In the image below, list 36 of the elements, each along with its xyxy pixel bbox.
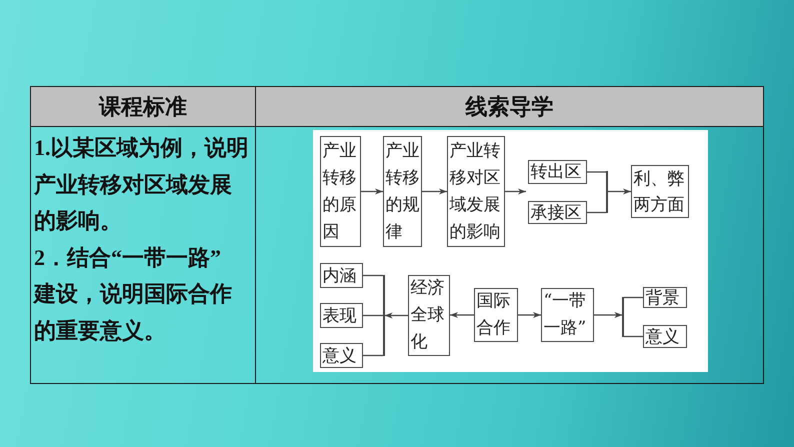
arrow bbox=[384, 312, 408, 318]
bracket-line bbox=[383, 274, 385, 356]
connector-line bbox=[363, 274, 384, 276]
table-header-cell: 课程标准 bbox=[30, 86, 256, 127]
connector-line bbox=[624, 336, 643, 338]
arrow bbox=[422, 188, 447, 194]
connector-line bbox=[363, 354, 384, 356]
flow-box: “一带一路” bbox=[541, 288, 594, 342]
flow-box: 内涵 bbox=[320, 263, 363, 288]
arrow bbox=[505, 188, 526, 194]
flow-box: 承接区 bbox=[528, 201, 587, 224]
flow-box: 国际合作 bbox=[474, 288, 518, 342]
arrow bbox=[518, 312, 541, 318]
table-header-cell: 线索导学 bbox=[255, 86, 764, 127]
flow-box: 利、弊两方面 bbox=[631, 165, 689, 218]
flow-box: 经济全球化 bbox=[408, 275, 450, 356]
flow-box: 意义 bbox=[643, 325, 687, 348]
flow-box: 产业转移的原因 bbox=[320, 136, 361, 247]
flow-box: 表现 bbox=[320, 303, 363, 328]
flow-box: 转出区 bbox=[528, 160, 587, 184]
connector-line bbox=[587, 171, 606, 173]
flow-box: 产业转移的规律 bbox=[383, 136, 422, 247]
flow-box: 意义 bbox=[320, 343, 363, 368]
objective-text: 2．结合“一带一路”建设，说明国际合作的重要意义。 bbox=[34, 244, 233, 344]
connector-line bbox=[587, 212, 606, 214]
arrow bbox=[594, 312, 622, 318]
bracket-line bbox=[622, 296, 624, 338]
connector-line bbox=[624, 296, 643, 298]
connector-line bbox=[363, 314, 384, 316]
arrow bbox=[361, 188, 383, 194]
arrow bbox=[450, 312, 474, 318]
objective-text: 1.以某区域为例，说明产业转移对区域发展的影响。 bbox=[34, 134, 250, 235]
arrow bbox=[608, 188, 631, 194]
bracket-line bbox=[606, 171, 608, 214]
flow-box: 产业转移对区域发展的影响 bbox=[447, 136, 505, 247]
flow-box: 背景 bbox=[643, 287, 687, 308]
